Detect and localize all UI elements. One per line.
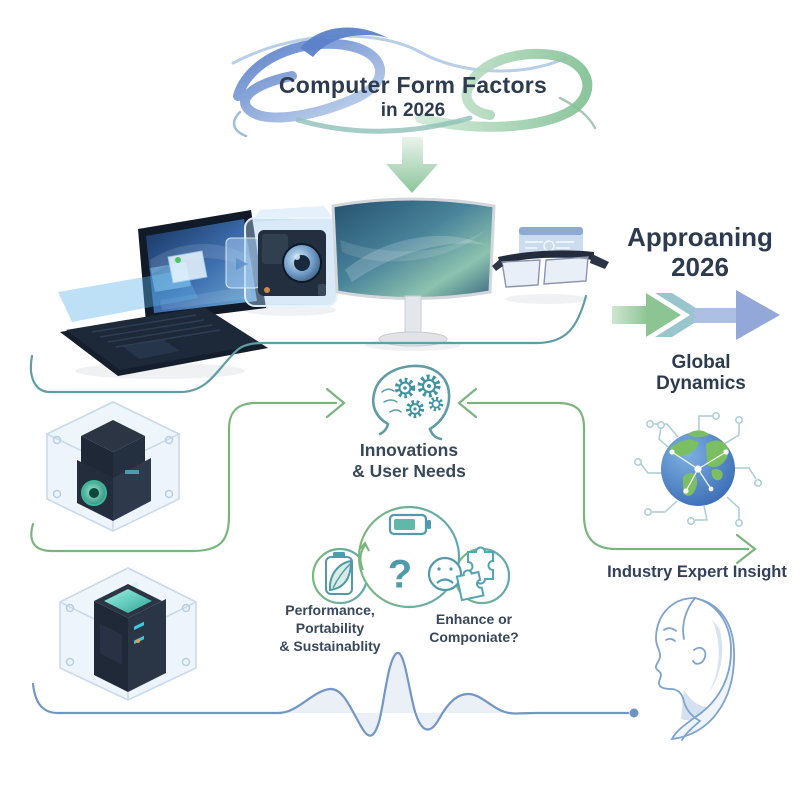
approaching-title-line1: Approaning xyxy=(627,222,773,252)
green-right-loop-line xyxy=(457,387,757,565)
ar-glasses-icon xyxy=(492,227,609,288)
puzzle-icon xyxy=(455,546,494,602)
down-arrow-icon xyxy=(386,137,438,193)
performance-label-line3: & Sustainablity xyxy=(279,638,381,654)
sad-face-icon xyxy=(427,556,463,592)
page-subtitle: in 2026 xyxy=(380,100,446,121)
woman-profile-icon xyxy=(654,597,735,741)
up-arrow-icon xyxy=(358,541,370,571)
enhance-label-line1: Enhance or xyxy=(435,611,513,627)
teal-flow-line xyxy=(29,294,588,394)
innovations-label-line1: Innovations xyxy=(359,440,459,460)
performance-label-line1: Performance, xyxy=(285,602,375,618)
industry-expert-label: Industry Expert Insight xyxy=(607,563,787,581)
globe-network-icon xyxy=(634,412,762,527)
ribbon-icon xyxy=(231,27,597,138)
question-icon: ? xyxy=(387,552,413,597)
considerations-cloud xyxy=(311,505,511,609)
enhance-label-line2: Componiate? xyxy=(429,629,519,645)
green-left-loop-line xyxy=(30,387,346,553)
battery-icon xyxy=(388,513,431,536)
approaching-title-line2: 2026 xyxy=(671,252,729,282)
wave-line-icon xyxy=(31,651,639,737)
page-title: Computer Form Factors xyxy=(278,72,548,98)
curved-monitor-icon xyxy=(331,197,496,347)
triple-chevron-arrow-icon xyxy=(612,290,780,340)
global-dynamics-line2: Dynamics xyxy=(656,373,746,394)
glass-tower-module-icon xyxy=(58,567,198,701)
brain-gears-icon xyxy=(371,364,451,441)
innovations-label-line2: & User Needs xyxy=(352,461,466,481)
eco-battery-icon xyxy=(325,552,353,595)
cube-computer-icon xyxy=(225,206,338,307)
glass-cube-module-icon xyxy=(45,401,181,596)
performance-label-line2: Portability xyxy=(295,620,365,636)
global-dynamics-line1: Global xyxy=(671,352,731,373)
